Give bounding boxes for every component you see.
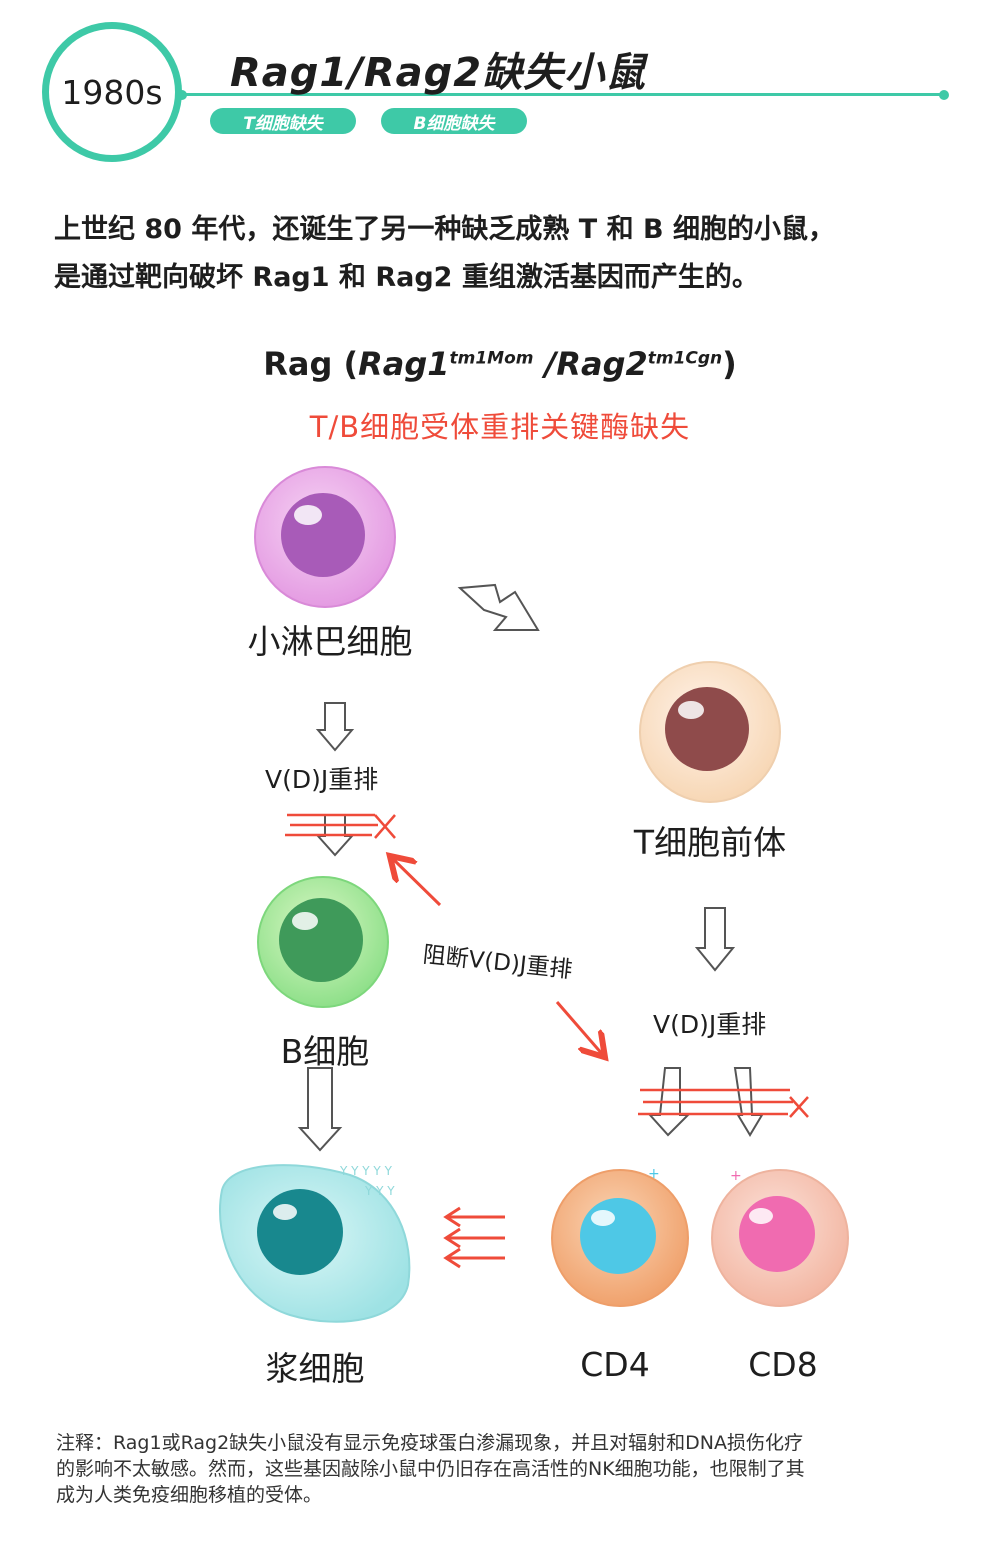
title-gene2: Rag2 <box>556 345 648 383</box>
intro-text: 上世纪 80 年代，还诞生了另一种缺乏成熟 T 和 B 细胞的小鼠， 是通过靶向… <box>54 206 954 302</box>
small-lymphocyte-cell <box>254 466 396 608</box>
diagram-subtitle: T/B细胞受体重排关键酶缺失 <box>309 410 691 444</box>
footnote: 注释：Rag1或Rag2缺失小鼠没有显示免疫球蛋白渗漏现象，并且对辐射和DNA损… <box>56 1430 956 1508</box>
footnote-line-2: 的影响不太敏感。然而，这些基因敲除小鼠中仍旧存在高活性的NK细胞功能，也限制了其 <box>56 1458 805 1480</box>
label-cd8: CD8 <box>748 1345 818 1384</box>
plasma-arrows <box>443 1206 505 1269</box>
header-title: Rag1/Rag2缺失小鼠 <box>230 50 647 96</box>
divider-end-dot <box>939 90 949 100</box>
arrow-down-left-1 <box>315 702 355 752</box>
label-vdj-left: V(D)J重排 <box>265 765 379 794</box>
svg-text:+: + <box>648 1166 660 1182</box>
title-suffix: ) <box>722 345 737 383</box>
arrow-b-to-plasma <box>297 1067 343 1152</box>
svg-text:Y Y Y: Y Y Y <box>364 1184 395 1198</box>
title-sup1: tm1Mom <box>449 348 534 369</box>
title-prefix: Rag ( <box>263 345 359 383</box>
label-t-precursor: T细胞前体 <box>633 823 787 862</box>
intro-line-1: 上世纪 80 年代，还诞生了另一种缺乏成熟 T 和 B 细胞的小鼠， <box>54 214 835 245</box>
diagram-title: Rag (Rag1tm1Mom /Rag2tm1Cgn) <box>0 345 1000 383</box>
header-divider <box>183 93 945 96</box>
t-precursor-cell <box>639 661 781 803</box>
footnote-line-3: 成为人类免疫细胞移植的受体。 <box>56 1484 323 1506</box>
block-arrow-right <box>555 1001 603 1055</box>
label-vdj-right: V(D)J重排 <box>653 1010 767 1039</box>
cd8-cell: + <box>711 1168 849 1307</box>
svg-text:Y Y Y Y Y: Y Y Y Y Y <box>339 1164 393 1178</box>
cd4-cell: + <box>551 1166 689 1307</box>
label-b-cell: B细胞 <box>280 1032 370 1071</box>
arrow-down-right <box>694 907 736 972</box>
footnote-line-1: 注释：Rag1或Rag2缺失小鼠没有显示免疫球蛋白渗漏现象，并且对辐射和DNA损… <box>56 1432 803 1454</box>
tag-t-cell: T细胞缺失 <box>210 108 356 134</box>
plasma-cell: Y Y Y Y Y Y Y Y <box>218 1164 411 1323</box>
title-sep: / <box>533 345 557 383</box>
label-small-lymphocyte: 小淋巴细胞 <box>247 622 413 661</box>
block-arrow-left <box>392 858 442 907</box>
label-plasma-cell: 浆细胞 <box>265 1349 365 1388</box>
block-arrows <box>392 858 603 1055</box>
year-label: 1980s <box>61 72 163 112</box>
divider-start-dot <box>177 90 187 100</box>
label-cd4: CD4 <box>580 1345 650 1384</box>
svg-text:+: + <box>730 1168 742 1184</box>
b-cell <box>257 876 389 1008</box>
year-circle <box>42 22 182 162</box>
tag-b-cell: B细胞缺失 <box>381 108 527 134</box>
title-gene1: Rag1 <box>358 345 450 383</box>
title-sup2: tm1Cgn <box>647 348 723 369</box>
arrow-to-t-precursor <box>457 583 540 631</box>
intro-line-2: 是通过靶向破坏 Rag1 和 Rag2 重组激活基因而产生的。 <box>54 262 759 293</box>
block-marks <box>285 813 809 1118</box>
